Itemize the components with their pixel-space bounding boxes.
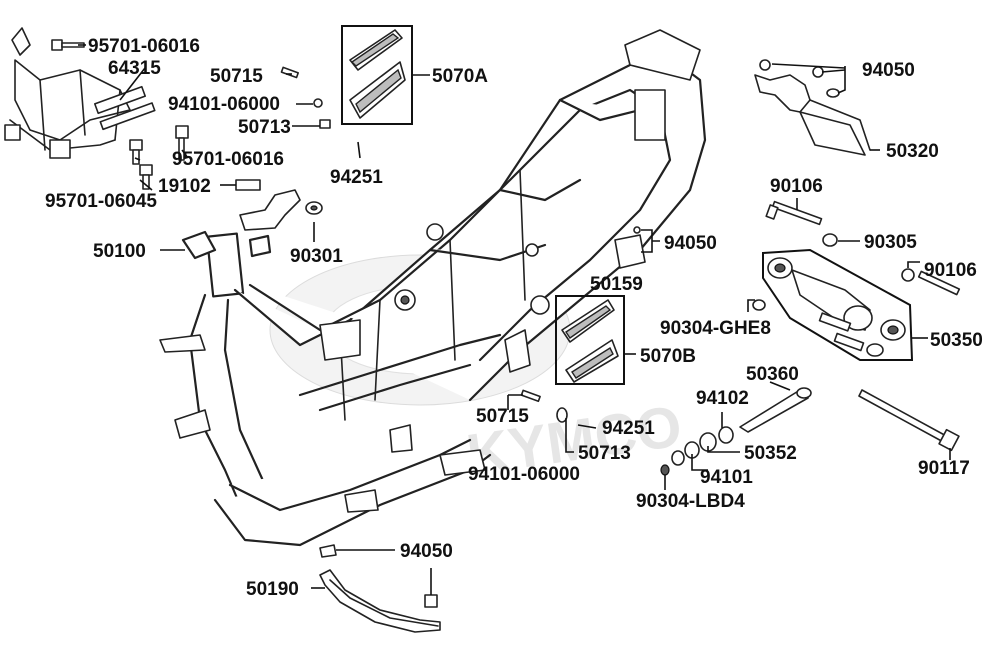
label-94101-06000-top: 94101-06000: [168, 94, 280, 115]
label-95701-06016-top: 95701-06016: [88, 36, 200, 57]
nut-50713-top: [319, 119, 331, 129]
bracket-90301: [239, 189, 323, 231]
leader-lines: [78, 44, 951, 595]
label-50713-top: 50713: [238, 117, 291, 138]
label-90304-ghe8: 90304-GHE8: [660, 318, 771, 339]
clip-94251-top: [357, 141, 361, 159]
label-5070B: 5070B: [640, 346, 696, 367]
label-64315: 64315: [108, 58, 161, 79]
washers-94102-50352: [660, 426, 734, 476]
clip-94251-bottom: [577, 424, 597, 429]
nut-50713-bottom: [556, 407, 568, 423]
label-50715-bottom: 50715: [476, 406, 529, 427]
label-90117: 90117: [918, 458, 970, 479]
pin-50715-top: [280, 66, 300, 79]
label-90106-top: 90106: [770, 176, 823, 197]
label-50350: 50350: [930, 330, 983, 351]
label-90305: 90305: [864, 232, 917, 253]
label-90106-right: 90106: [924, 260, 977, 281]
label-5070A: 5070A: [432, 66, 488, 87]
label-50190: 50190: [246, 579, 299, 600]
label-90301: 90301: [290, 246, 343, 267]
bolt-90117: [858, 389, 960, 452]
label-94251-bottom: 94251: [602, 418, 655, 439]
label-50713-bottom: 50713: [578, 443, 631, 464]
label-50715-top: 50715: [210, 66, 263, 87]
bolt-95701-06016-mid: [175, 125, 189, 161]
nut-94050-bottom: [319, 544, 337, 558]
part-labels: 95701-06016 64315 50715 94101-06000 5071…: [45, 36, 983, 600]
rod-50360: [739, 387, 812, 433]
washer-94101-06000-top: [313, 98, 323, 108]
nut-90305: [822, 233, 838, 247]
clamp-19102: [235, 179, 261, 191]
bracket-50320: [754, 59, 871, 156]
pin-50715-bottom: [520, 389, 541, 403]
bolt-90106-top: [765, 200, 823, 226]
label-94251-top: 94251: [330, 167, 383, 188]
label-95701-06016-mid: 95701-06016: [172, 149, 284, 170]
label-94050-mid: 94050: [664, 233, 717, 254]
label-50352: 50352: [744, 443, 797, 464]
label-50320: 50320: [886, 141, 939, 162]
label-94101: 94101: [700, 467, 753, 488]
stay-50190: [319, 569, 441, 633]
label-94102: 94102: [696, 388, 749, 409]
label-94101-06000-bottom: 94101-06000: [468, 464, 580, 485]
label-95701-06045: 95701-06045: [45, 191, 157, 212]
part-box-5070A: [341, 25, 413, 125]
engine-hanger-50350: [762, 248, 914, 361]
label-94050-top: 94050: [862, 60, 915, 81]
nut-90304-ghe8: [752, 299, 766, 311]
bolt-95701-06045-a: [129, 139, 143, 165]
label-50360: 50360: [746, 364, 799, 385]
main-frame-50100: [159, 29, 707, 547]
label-50100: 50100: [93, 241, 146, 262]
label-19102: 19102: [158, 176, 211, 197]
part-box-5070B: [555, 295, 625, 385]
bracket-64315: [4, 27, 156, 159]
label-50159: 50159: [590, 274, 643, 295]
label-94050-bottom: 94050: [400, 541, 453, 562]
label-90304-lbd4: 90304-LBD4: [636, 491, 745, 512]
bracket-50159: [614, 226, 646, 269]
bolt-90106-right: [901, 268, 961, 296]
